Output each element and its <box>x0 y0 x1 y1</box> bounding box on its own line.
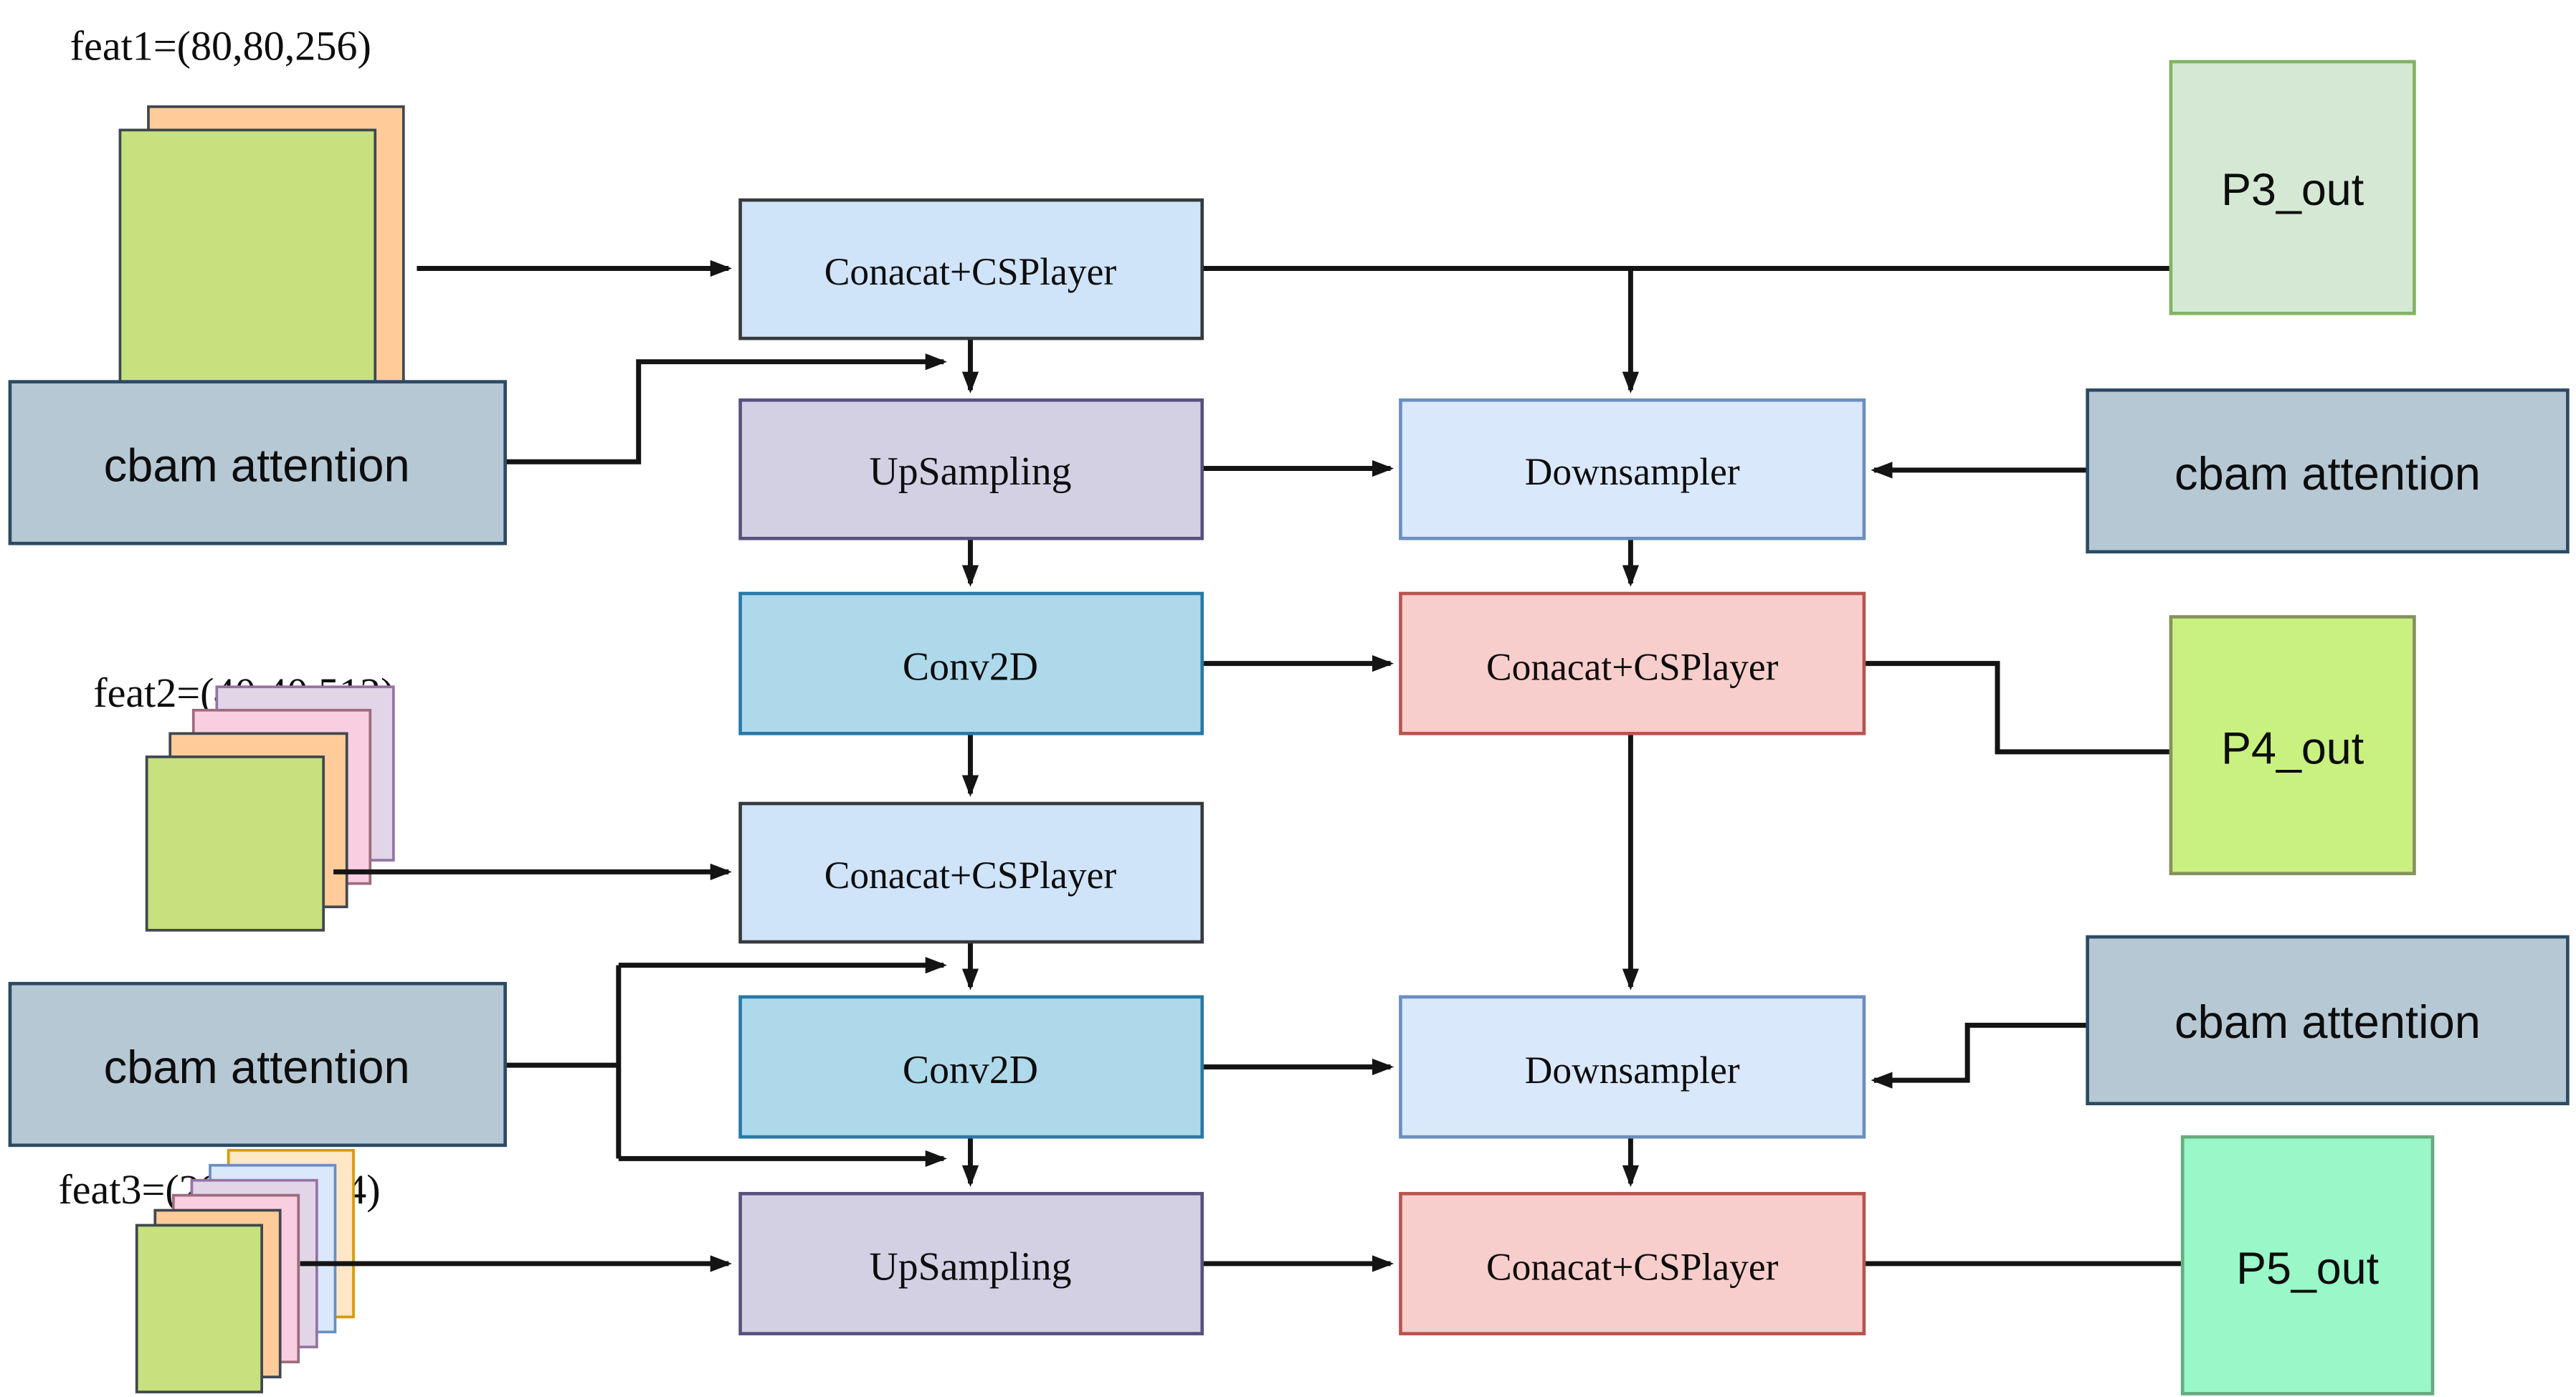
node-p5-out-box <box>2180 1135 2435 1396</box>
node-p3-out-box <box>2169 59 2416 315</box>
node-cbam-right-1: cbam attention <box>2086 388 2570 554</box>
node-downsampler-1-label: Downsampler <box>1525 450 1740 493</box>
node-upsampling-2: UpSampling <box>738 1191 1204 1335</box>
node-cbam-left-1-label: cbam attention <box>104 439 410 491</box>
node-cbam-left-2-box <box>8 981 507 1148</box>
feature-feat2: feat2=(40,40,512) <box>93 669 395 932</box>
node-concat-p4-box <box>1399 591 1866 735</box>
node-conv2d-2-box <box>738 995 1204 1139</box>
node-p5-out: P5_out <box>2180 1135 2435 1396</box>
node-concat-p5-box <box>1399 1191 1866 1335</box>
node-cbam-right-2: cbam attention <box>2086 935 2570 1105</box>
node-downsampler-1-box <box>1399 398 1866 540</box>
node-cbam-right-1-label: cbam attention <box>2175 447 2481 500</box>
node-concat-mid: Conacat+CSPlayer <box>738 801 1204 944</box>
feat2-sheet-green <box>145 755 325 932</box>
node-concat-p4: Conacat+CSPlayer <box>1399 591 1866 735</box>
node-p3-out-label: P3_out <box>2221 165 2364 215</box>
node-p4-out: P4_out <box>2169 615 2416 876</box>
edges <box>300 259 2183 1272</box>
node-upsampling-1: UpSampling <box>738 398 1204 540</box>
node-p4-out-label: P4_out <box>2221 723 2364 773</box>
node-concat-p4-label: Conacat+CSPlayer <box>1486 645 1779 688</box>
node-concat-top: Conacat+CSPlayer <box>738 198 1204 340</box>
node-conv2d-1-box <box>738 591 1204 735</box>
node-cbam-left-1-box <box>8 380 507 545</box>
node-downsampler-2: Downsampler <box>1399 995 1866 1139</box>
node-concat-mid-box <box>738 801 1204 944</box>
node-upsampling-1-label: UpSampling <box>869 449 1071 494</box>
node-cbam-right-2-label: cbam attention <box>2175 996 2481 1048</box>
edge-concat-p4-to-p4-out <box>1863 661 2171 755</box>
feature-feat3: feat3=(20,20,1024) <box>58 1148 381 1393</box>
node-concat-top-label: Conacat+CSPlayer <box>824 250 1117 293</box>
node-concat-mid-label: Conacat+CSPlayer <box>824 854 1117 897</box>
node-p4-out-box <box>2169 615 2416 876</box>
node-cbam-right-2-box <box>2086 935 2570 1105</box>
node-cbam-left-2-label: cbam attention <box>104 1041 410 1093</box>
node-conv2d-2-label: Conv2D <box>903 1048 1038 1092</box>
feat3-sheet-green <box>135 1224 263 1393</box>
node-cbam-left-2: cbam attention <box>8 981 507 1148</box>
node-concat-p5-label: Conacat+CSPlayer <box>1486 1246 1779 1289</box>
node-conv2d-2: Conv2D <box>738 995 1204 1139</box>
node-concat-top-box <box>738 198 1204 340</box>
node-conv2d-1-label: Conv2D <box>903 644 1038 689</box>
node-upsampling-2-box <box>738 1191 1204 1335</box>
node-upsampling-1-box <box>738 398 1204 540</box>
node-downsampler-2-label: Downsampler <box>1525 1049 1740 1092</box>
feat1-label: feat1=(80,80,256) <box>70 23 371 70</box>
node-downsampler-1: Downsampler <box>1399 398 1866 540</box>
node-cbam-right-1-box <box>2086 388 2570 554</box>
node-concat-p5: Conacat+CSPlayer <box>1399 1191 1866 1335</box>
node-upsampling-2-label: UpSampling <box>869 1245 1071 1289</box>
node-downsampler-2-box <box>1399 995 1866 1139</box>
node-p3-out: P3_out <box>2169 59 2416 315</box>
edge-cbam-right-2-to-downsampler-2 <box>1871 1022 2088 1089</box>
node-cbam-left-1: cbam attention <box>8 380 507 545</box>
node-conv2d-1: Conv2D <box>738 591 1204 735</box>
edge-cbam-left-1-elbow <box>505 353 947 464</box>
node-p5-out-label: P5_out <box>2236 1244 2379 1294</box>
